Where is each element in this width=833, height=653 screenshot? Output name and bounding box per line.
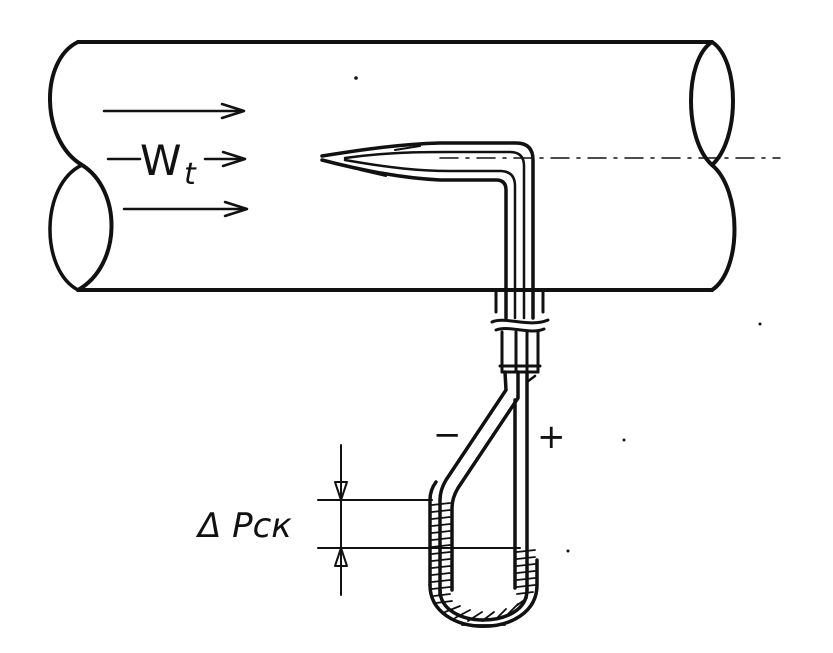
flow-arrow-bottom xyxy=(122,200,249,218)
liquid-left xyxy=(431,502,453,604)
flow-velocity-subscript: t xyxy=(184,157,197,192)
flow-arrows xyxy=(102,102,781,218)
flow-arrow-middle xyxy=(106,150,247,168)
liquid-right xyxy=(516,549,536,595)
flow-velocity-symbol: W xyxy=(140,136,182,185)
liquid-bottom xyxy=(444,597,528,626)
flow-arrow-top xyxy=(102,102,246,120)
pipe xyxy=(48,40,737,292)
flow-velocity-label: W t xyxy=(140,136,197,192)
pressure-difference-label: Δ Pск xyxy=(195,506,292,546)
plus-sign: + xyxy=(537,417,566,457)
minus-sign: − xyxy=(433,415,462,455)
connector-tubes xyxy=(490,318,550,384)
pressure-difference-dimension: Δ Pск xyxy=(195,444,521,596)
pitot-tube xyxy=(320,141,545,320)
pipe-right-end xyxy=(689,40,735,167)
u-tube-manometer xyxy=(428,370,539,628)
